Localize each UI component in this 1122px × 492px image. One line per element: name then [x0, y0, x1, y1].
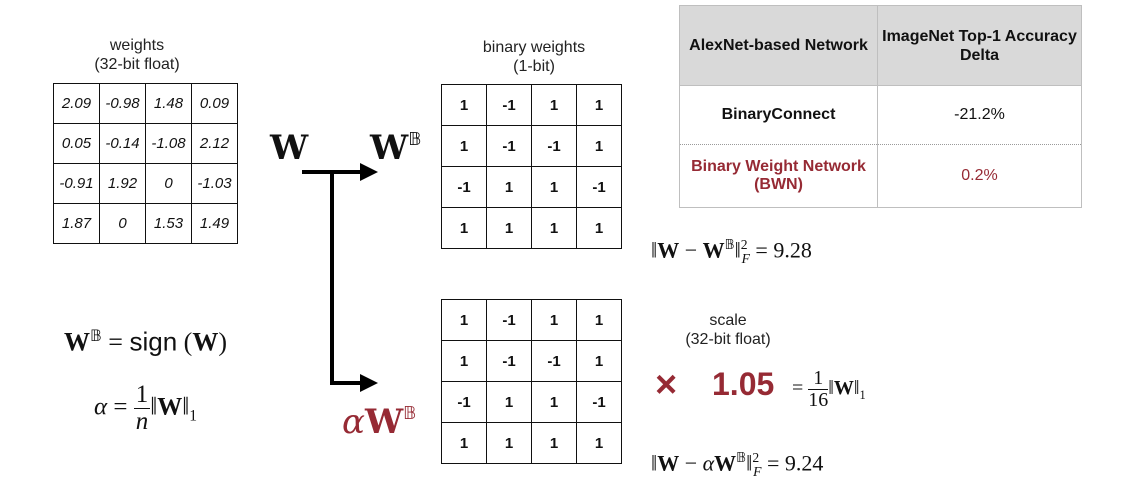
table-row: Binary Weight Network (BWN) 0.2% — [679, 144, 1082, 208]
table-row: -0.91 1.92 0 -1.03 — [53, 163, 238, 204]
matrix-cell: -1.08 — [145, 123, 192, 164]
matrix-cell: 1 — [441, 422, 487, 464]
binary-matrix: 1 -1 1 1 1 -1 -1 1 -1 1 1 -1 1 1 1 1 — [441, 84, 622, 249]
matrix-cell: 1 — [486, 422, 532, 464]
matrix-cell: -1 — [486, 340, 532, 382]
matrix-cell: 1 — [486, 166, 532, 208]
matrix-cell: -1 — [441, 166, 487, 208]
matrix-cell: 1.92 — [99, 163, 146, 204]
matrix-cell: 1 — [441, 299, 487, 341]
scale-caption: scale (32-bit float) — [685, 312, 771, 348]
times-icon: × — [655, 364, 678, 406]
matrix-cell: 1 — [441, 207, 487, 249]
matrix-cell: 0 — [99, 203, 146, 244]
accuracy-delta: 0.2% — [877, 144, 1082, 208]
matrix-cell: -1 — [486, 299, 532, 341]
table-row: BinaryConnect -21.2% — [679, 85, 1082, 145]
matrix-cell: 1 — [576, 207, 622, 249]
w-label: W — [270, 128, 309, 168]
matrix-cell: 1 — [441, 84, 487, 126]
scale-value: 1.05 — [712, 366, 775, 402]
table-row: 1 -1 -1 1 — [441, 125, 622, 167]
matrix-cell: 1.53 — [145, 203, 192, 244]
matrix-cell: 1 — [576, 125, 622, 167]
table-header-row: AlexNet-based Network ImageNet Top-1 Acc… — [679, 5, 1082, 86]
matrix-cell: 0.09 — [191, 83, 238, 124]
matrix-cell: -1 — [576, 381, 622, 423]
wb-label: W𝔹 — [370, 128, 422, 168]
scale-formula: = 1 16 ‖W‖1 — [792, 367, 866, 411]
matrix-cell: -1 — [486, 84, 532, 126]
scaled-binary-matrix: 1 -1 1 1 1 -1 -1 1 -1 1 1 -1 1 1 1 1 — [441, 299, 622, 464]
table-row: 1 -1 1 1 — [441, 84, 622, 126]
matrix-cell: 1 — [441, 340, 487, 382]
network-name: Binary Weight Network (BWN) — [679, 144, 878, 208]
weights-caption: weights (32-bit float) — [94, 37, 180, 73]
table-row: 1.87 0 1.53 1.49 — [53, 203, 238, 244]
table-row: 1 1 1 1 — [441, 207, 622, 249]
matrix-cell: 1 — [486, 381, 532, 423]
scaled-error-formula: ‖W − αW𝔹‖2F = 9.24 — [651, 450, 824, 479]
matrix-cell: 1 — [441, 125, 487, 167]
matrix-cell: 1 — [531, 84, 577, 126]
matrix-cell: 1 — [576, 84, 622, 126]
matrix-cell: 1 — [576, 299, 622, 341]
matrix-cell: -1 — [531, 340, 577, 382]
matrix-cell: -1.03 — [191, 163, 238, 204]
matrix-cell: 0 — [145, 163, 192, 204]
table-row: 1 1 1 1 — [441, 422, 622, 464]
scale-fraction: 1 16 — [808, 367, 829, 411]
binary-error-formula: ‖W − W𝔹‖2F = 9.28 — [651, 237, 812, 266]
alpha-wb-label: αW𝔹 — [342, 402, 417, 442]
matrix-cell: 2.09 — [53, 83, 100, 124]
table-row: 1 -1 1 1 — [441, 299, 622, 341]
matrix-cell: 1 — [486, 207, 532, 249]
accuracy-table: AlexNet-based Network ImageNet Top-1 Acc… — [679, 5, 1082, 208]
column-header-network: AlexNet-based Network — [679, 5, 878, 86]
matrix-cell: 1 — [531, 166, 577, 208]
matrix-cell: 2.12 — [191, 123, 238, 164]
accuracy-delta: -21.2% — [877, 85, 1082, 145]
sign-formula: W𝔹 = sign (W) — [64, 326, 227, 357]
column-header-accuracy: ImageNet Top-1 Accuracy Delta — [877, 5, 1082, 86]
alpha-formula: α = 1 n ‖W‖1 — [94, 381, 198, 436]
matrix-cell: 1.49 — [191, 203, 238, 244]
matrix-cell: 1 — [531, 381, 577, 423]
matrix-cell: 1 — [576, 340, 622, 382]
matrix-cell: 1 — [576, 422, 622, 464]
matrix-cell: -1 — [531, 125, 577, 167]
matrix-cell: 1 — [531, 299, 577, 341]
table-row: 0.05 -0.14 -1.08 2.12 — [53, 123, 238, 164]
matrix-cell: -0.91 — [53, 163, 100, 204]
matrix-cell: -0.98 — [99, 83, 146, 124]
alpha-fraction: 1 n — [133, 381, 151, 436]
matrix-cell: 1 — [531, 207, 577, 249]
table-row: 1 -1 -1 1 — [441, 340, 622, 382]
matrix-cell: 1.48 — [145, 83, 192, 124]
binary-weights-caption: binary weights (1-bit) — [482, 39, 586, 75]
table-row: -1 1 1 -1 — [441, 166, 622, 208]
weights-matrix: 2.09 -0.98 1.48 0.09 0.05 -0.14 -1.08 2.… — [53, 83, 238, 244]
network-name: BinaryConnect — [679, 85, 878, 145]
table-row: 2.09 -0.98 1.48 0.09 — [53, 83, 238, 124]
matrix-cell: -1 — [576, 166, 622, 208]
matrix-cell: -1 — [441, 381, 487, 423]
matrix-cell: -1 — [486, 125, 532, 167]
matrix-cell: 1 — [531, 422, 577, 464]
matrix-cell: 1.87 — [53, 203, 100, 244]
matrix-cell: -0.14 — [99, 123, 146, 164]
matrix-cell: 0.05 — [53, 123, 100, 164]
table-row: -1 1 1 -1 — [441, 381, 622, 423]
